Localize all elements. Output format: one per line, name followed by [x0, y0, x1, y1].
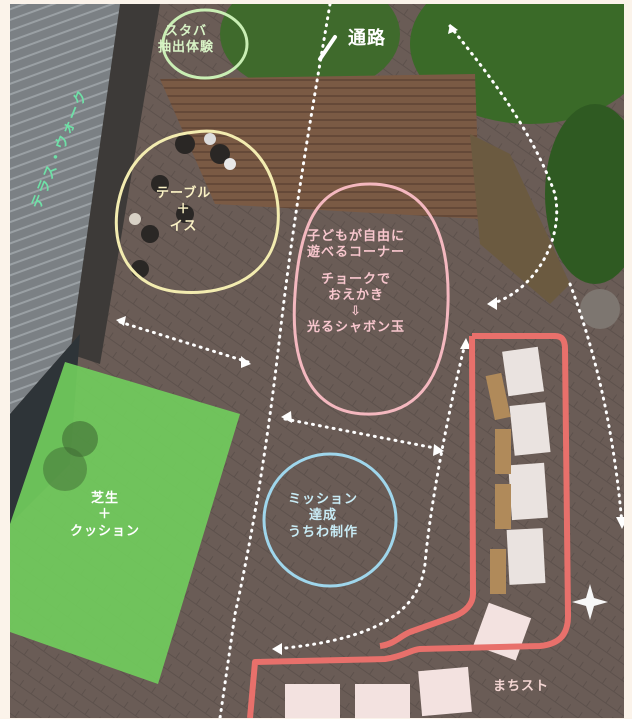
lawn-cushion-label: 芝生 ＋ クッション: [70, 491, 141, 539]
building-roof: [10, 4, 135, 414]
table-area-circle: [114, 129, 280, 294]
machi-st-route-inner: [379, 335, 476, 649]
cafe-tables: [129, 133, 236, 278]
tree-canopy-top: [220, 4, 400, 94]
kids-corner-ellipse: [292, 182, 450, 416]
walkway-dotted-lines: [118, 4, 624, 718]
scene-drawing: [10, 4, 624, 718]
aerial-photo: スタバ 抽出体験 通路 テラス・ウォーク テーブル ＋ イス 子どもが自由に 遊…: [10, 4, 624, 718]
wooden-deck: [160, 74, 480, 219]
machi-st-route-outer: [247, 333, 571, 718]
planter-area: [470, 134, 570, 304]
mission-circle: [262, 452, 398, 588]
building-wall: [70, 4, 160, 364]
kids-corner-label: 子どもが自由に 遊べるコーナー チョークで おえかき ⇩ 光るシャボン玉: [307, 229, 406, 336]
tree-canopy-side: [545, 104, 624, 284]
walkway-label: 通路: [348, 28, 386, 49]
mission-label: ミッション 達成 うちわ制作: [288, 492, 359, 540]
starbucks-label: スタバ 抽出体験: [158, 24, 215, 56]
slash-mark-icon: [318, 35, 337, 61]
machi-st-label: まちスト: [493, 679, 550, 694]
sparkle-icon: [572, 584, 608, 620]
market-tents: [285, 346, 551, 718]
walkway-arrowheads: [116, 24, 624, 655]
starbucks-circle: [161, 8, 249, 80]
tree-bench: [580, 289, 620, 329]
table-chairs-label: テーブル ＋ イス: [156, 186, 212, 234]
